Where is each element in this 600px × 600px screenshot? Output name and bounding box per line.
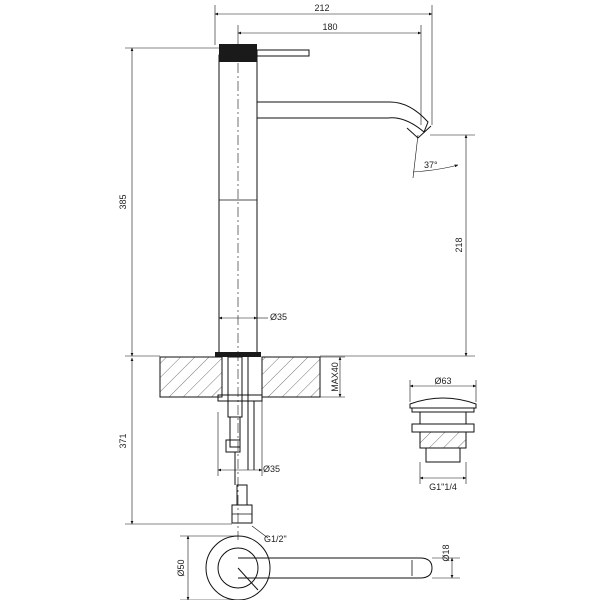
dim-below-deck-length: 371 bbox=[118, 433, 128, 448]
handle-cap bbox=[219, 44, 257, 62]
dimension-lines bbox=[125, 5, 475, 539]
waste-valve bbox=[409, 380, 477, 484]
countertop-left bbox=[159, 356, 223, 398]
top-view-base-inner bbox=[217, 547, 259, 589]
dim-connection-thread: G1/2" bbox=[264, 534, 287, 544]
dim-spout-outlet-height: 218 bbox=[454, 237, 464, 252]
faucet-top-view bbox=[180, 535, 460, 600]
dim-deck-thickness: MAX40 bbox=[330, 362, 340, 392]
dim-waste-cap-diameter: Ø63 bbox=[434, 376, 451, 386]
dim-spout-reach: 180 bbox=[322, 22, 337, 32]
countertop-section bbox=[159, 356, 321, 524]
waste-thread bbox=[419, 431, 467, 449]
spout bbox=[257, 101, 429, 133]
waste-bottom bbox=[425, 447, 461, 463]
flexible-hose bbox=[229, 416, 241, 448]
base-ring bbox=[215, 352, 261, 357]
waste-cap bbox=[409, 397, 477, 409]
hose-fitting bbox=[225, 439, 241, 453]
countertop-right bbox=[261, 356, 321, 398]
faucet-front-view bbox=[215, 44, 432, 540]
hose-nut bbox=[236, 484, 248, 506]
shank-tube bbox=[227, 356, 243, 418]
dim-base-diameter: Ø50 bbox=[176, 559, 186, 576]
top-view-handle bbox=[237, 567, 259, 591]
dim-body-height: 385 bbox=[118, 194, 128, 209]
dim-waste-thread: G1"1/4 bbox=[429, 482, 457, 492]
fixing-nut bbox=[217, 394, 263, 402]
waste-cap-base bbox=[411, 407, 475, 413]
dim-overall-width: 212 bbox=[314, 3, 329, 13]
dim-shank-diameter: Ø35 bbox=[263, 464, 280, 474]
dim-spout-angle: 37° bbox=[424, 160, 438, 170]
dim-body-diameter: Ø35 bbox=[270, 312, 287, 322]
dim-spout-tube-diameter: Ø18 bbox=[441, 544, 451, 561]
top-view-spout bbox=[238, 557, 433, 579]
handle-lever bbox=[256, 49, 310, 57]
spout-outlet bbox=[406, 125, 432, 139]
waste-ring bbox=[411, 423, 475, 433]
waste-body bbox=[419, 411, 467, 425]
